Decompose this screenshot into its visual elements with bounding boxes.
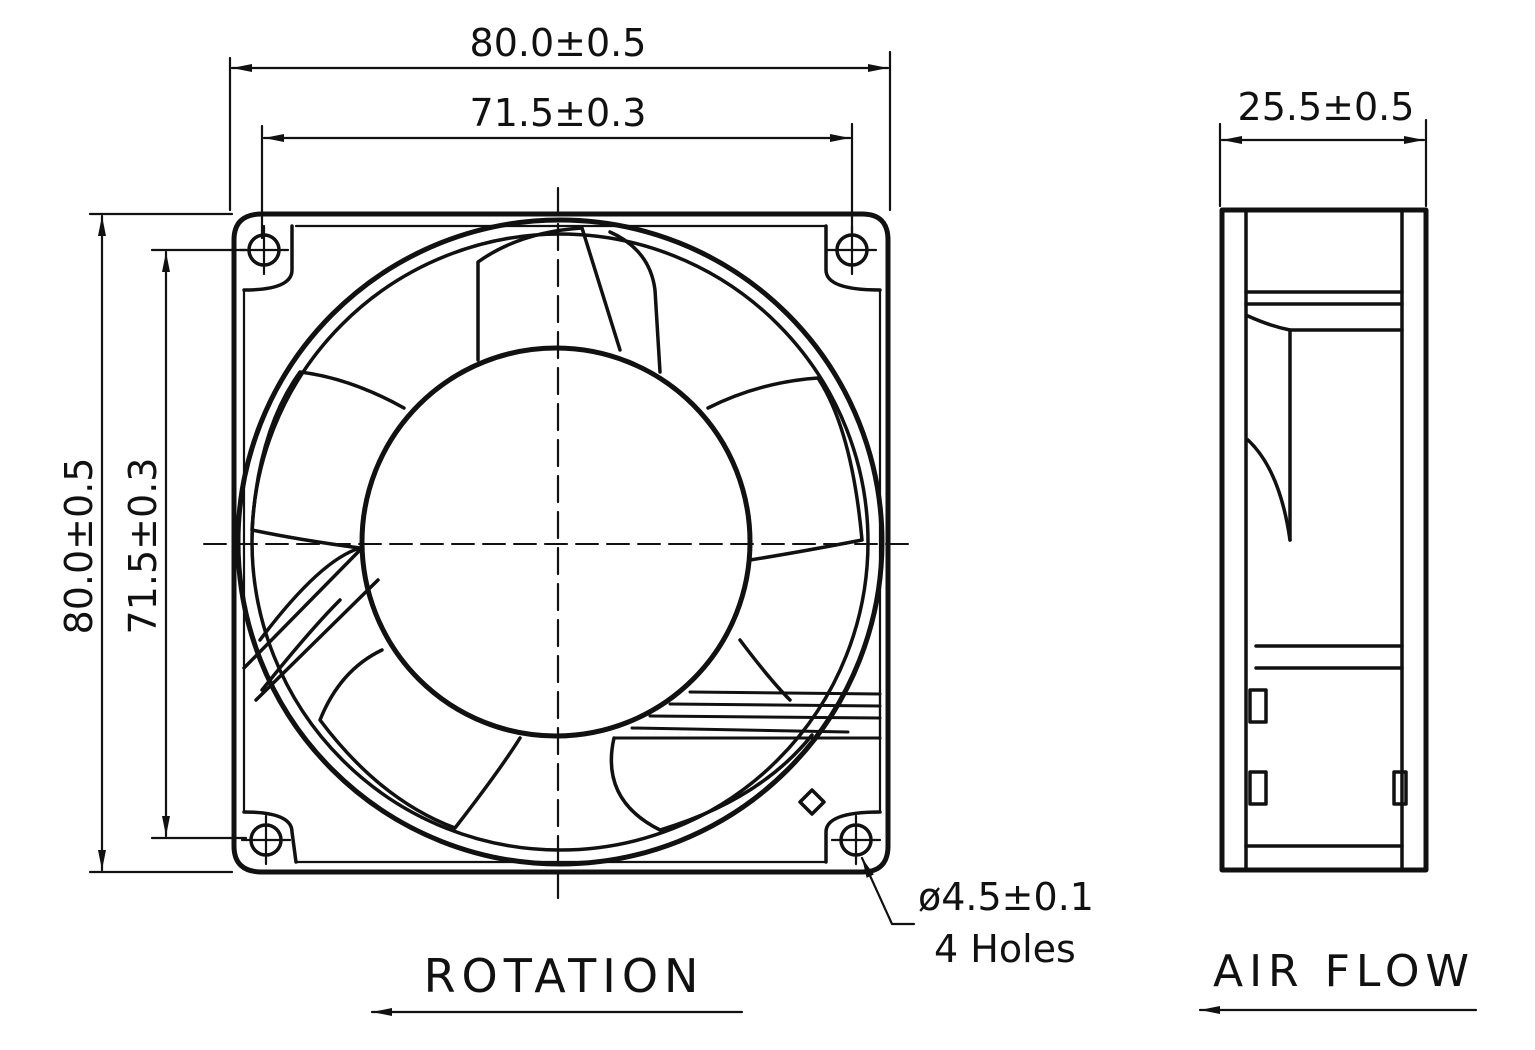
airflow-label: AIR FLOW xyxy=(1213,946,1475,997)
dimension-hole-spacing-height: 71.5±0.3 xyxy=(121,248,248,840)
mounting-holes xyxy=(238,224,882,866)
fan-hub xyxy=(359,345,753,739)
mounting-hole-bottom-right xyxy=(830,814,882,866)
dimension-depth-label: 25.5±0.5 xyxy=(1238,85,1415,129)
dimension-overall-height-label: 80.0±0.5 xyxy=(57,458,101,635)
side-housing-outline xyxy=(1219,207,1429,873)
lead-wires xyxy=(612,688,882,742)
rotation-label: ROTATION xyxy=(424,949,705,1003)
side-internal-details xyxy=(1244,290,1408,848)
corner-ears xyxy=(242,224,882,864)
centerlines xyxy=(203,186,917,908)
fan-blade-left xyxy=(250,370,406,550)
dimension-hole-spacing-width-label: 71.5±0.3 xyxy=(470,91,647,135)
dimension-hole-spacing-height-label: 71.5±0.3 xyxy=(121,458,165,635)
mounting-hole-top-left xyxy=(238,224,290,276)
hole-callout-diameter: ø4.5±0.1 xyxy=(918,875,1094,919)
venturi-ring-outer xyxy=(236,217,885,867)
rotation-indicator-diamond xyxy=(798,788,826,816)
fan-blade-bottom-left xyxy=(318,648,522,830)
venturi-ring-inner xyxy=(250,232,870,852)
dimension-hole-spacing-width: 71.5±0.3 xyxy=(260,91,854,240)
fan-blades xyxy=(242,226,864,832)
fan-blade-bottom-right xyxy=(609,638,814,832)
airflow-indicator: AIR FLOW xyxy=(1198,946,1478,1014)
dimension-overall-height: 80.0±0.5 xyxy=(57,212,234,874)
mounting-hole-bottom-left xyxy=(240,814,292,866)
fan-blade-right xyxy=(706,376,864,562)
hole-callout-count: 4 Holes xyxy=(934,927,1076,971)
dimension-overall-width: 80.0±0.5 xyxy=(228,21,892,212)
fan-blade-top xyxy=(476,226,622,362)
front-view: 80.0±0.5 71.5±0.3 80.0±0.5 71.5±0.3 ø4.5… xyxy=(57,21,1094,1016)
rotation-indicator: ROTATION xyxy=(370,949,744,1016)
side-view: 25.5±0.5 AIR FLOW xyxy=(1198,85,1478,1014)
dimension-depth: 25.5±0.5 xyxy=(1218,85,1428,208)
frame-inner xyxy=(242,224,882,864)
hole-callout: ø4.5±0.1 4 Holes xyxy=(860,856,1094,971)
side-flanges xyxy=(1244,210,1404,870)
dimension-overall-width-label: 80.0±0.5 xyxy=(470,21,647,65)
